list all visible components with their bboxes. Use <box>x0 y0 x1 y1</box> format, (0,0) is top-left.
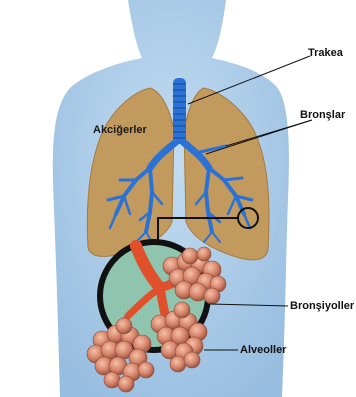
label-alveoli: Alveoller <box>240 345 286 356</box>
label-bronchi: Bronşlar <box>300 110 345 121</box>
label-trachea: Trakea <box>308 48 343 59</box>
trachea <box>173 78 186 144</box>
label-bronchioles: Bronşiyoller <box>290 301 354 312</box>
label-lungs: Akciğerler <box>93 125 147 136</box>
